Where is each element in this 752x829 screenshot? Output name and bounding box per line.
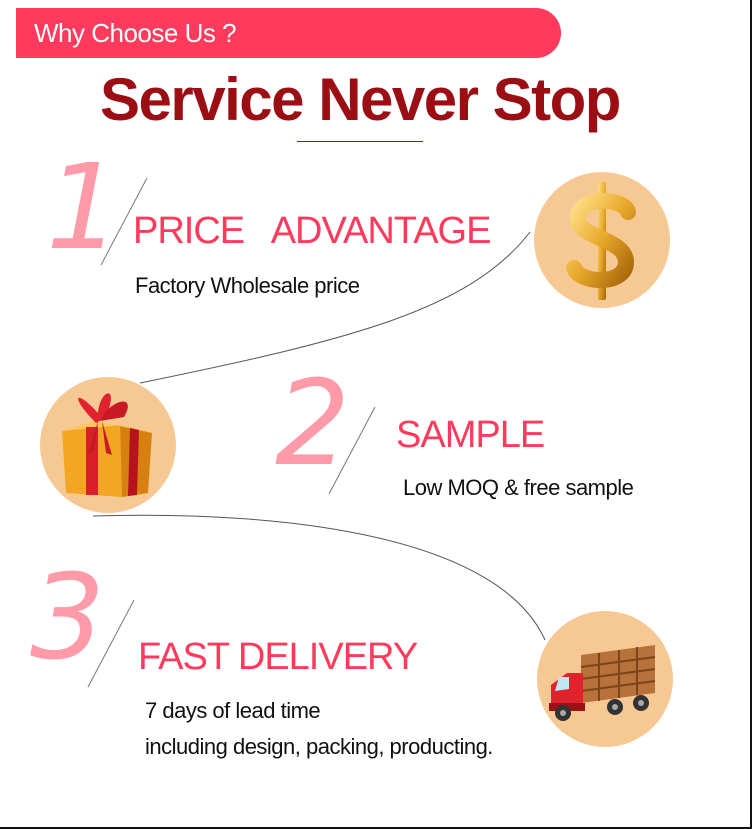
feature-number-3: 3	[30, 548, 106, 686]
feature-number-2: 2	[275, 354, 351, 492]
title-divider	[297, 141, 423, 142]
feature-title-sample: SAMPLE	[396, 414, 545, 456]
truck-icon	[549, 645, 656, 721]
feature-title-price-advantage: PRICE ADVANTAGE	[133, 210, 491, 252]
why-choose-us-banner: Why Choose Us ?	[16, 8, 561, 58]
feature-number-1: 1	[46, 138, 122, 276]
dollar-circle	[534, 172, 670, 308]
dollar-icon	[566, 182, 636, 300]
feature-desc-lead-time: 7 days of lead time	[145, 698, 321, 723]
feature-desc-including: including design, packing, producting.	[145, 734, 493, 759]
feature-desc-price: Factory Wholesale price	[135, 273, 360, 298]
feature-desc-sample: Low MOQ & free sample	[403, 475, 634, 500]
page-title: Service Never Stop	[100, 66, 621, 133]
truck-circle	[537, 611, 673, 747]
gift-box-icon	[62, 393, 152, 497]
feature-title-fast-delivery: FAST DELIVERY	[138, 636, 418, 678]
gift-circle	[40, 377, 176, 513]
